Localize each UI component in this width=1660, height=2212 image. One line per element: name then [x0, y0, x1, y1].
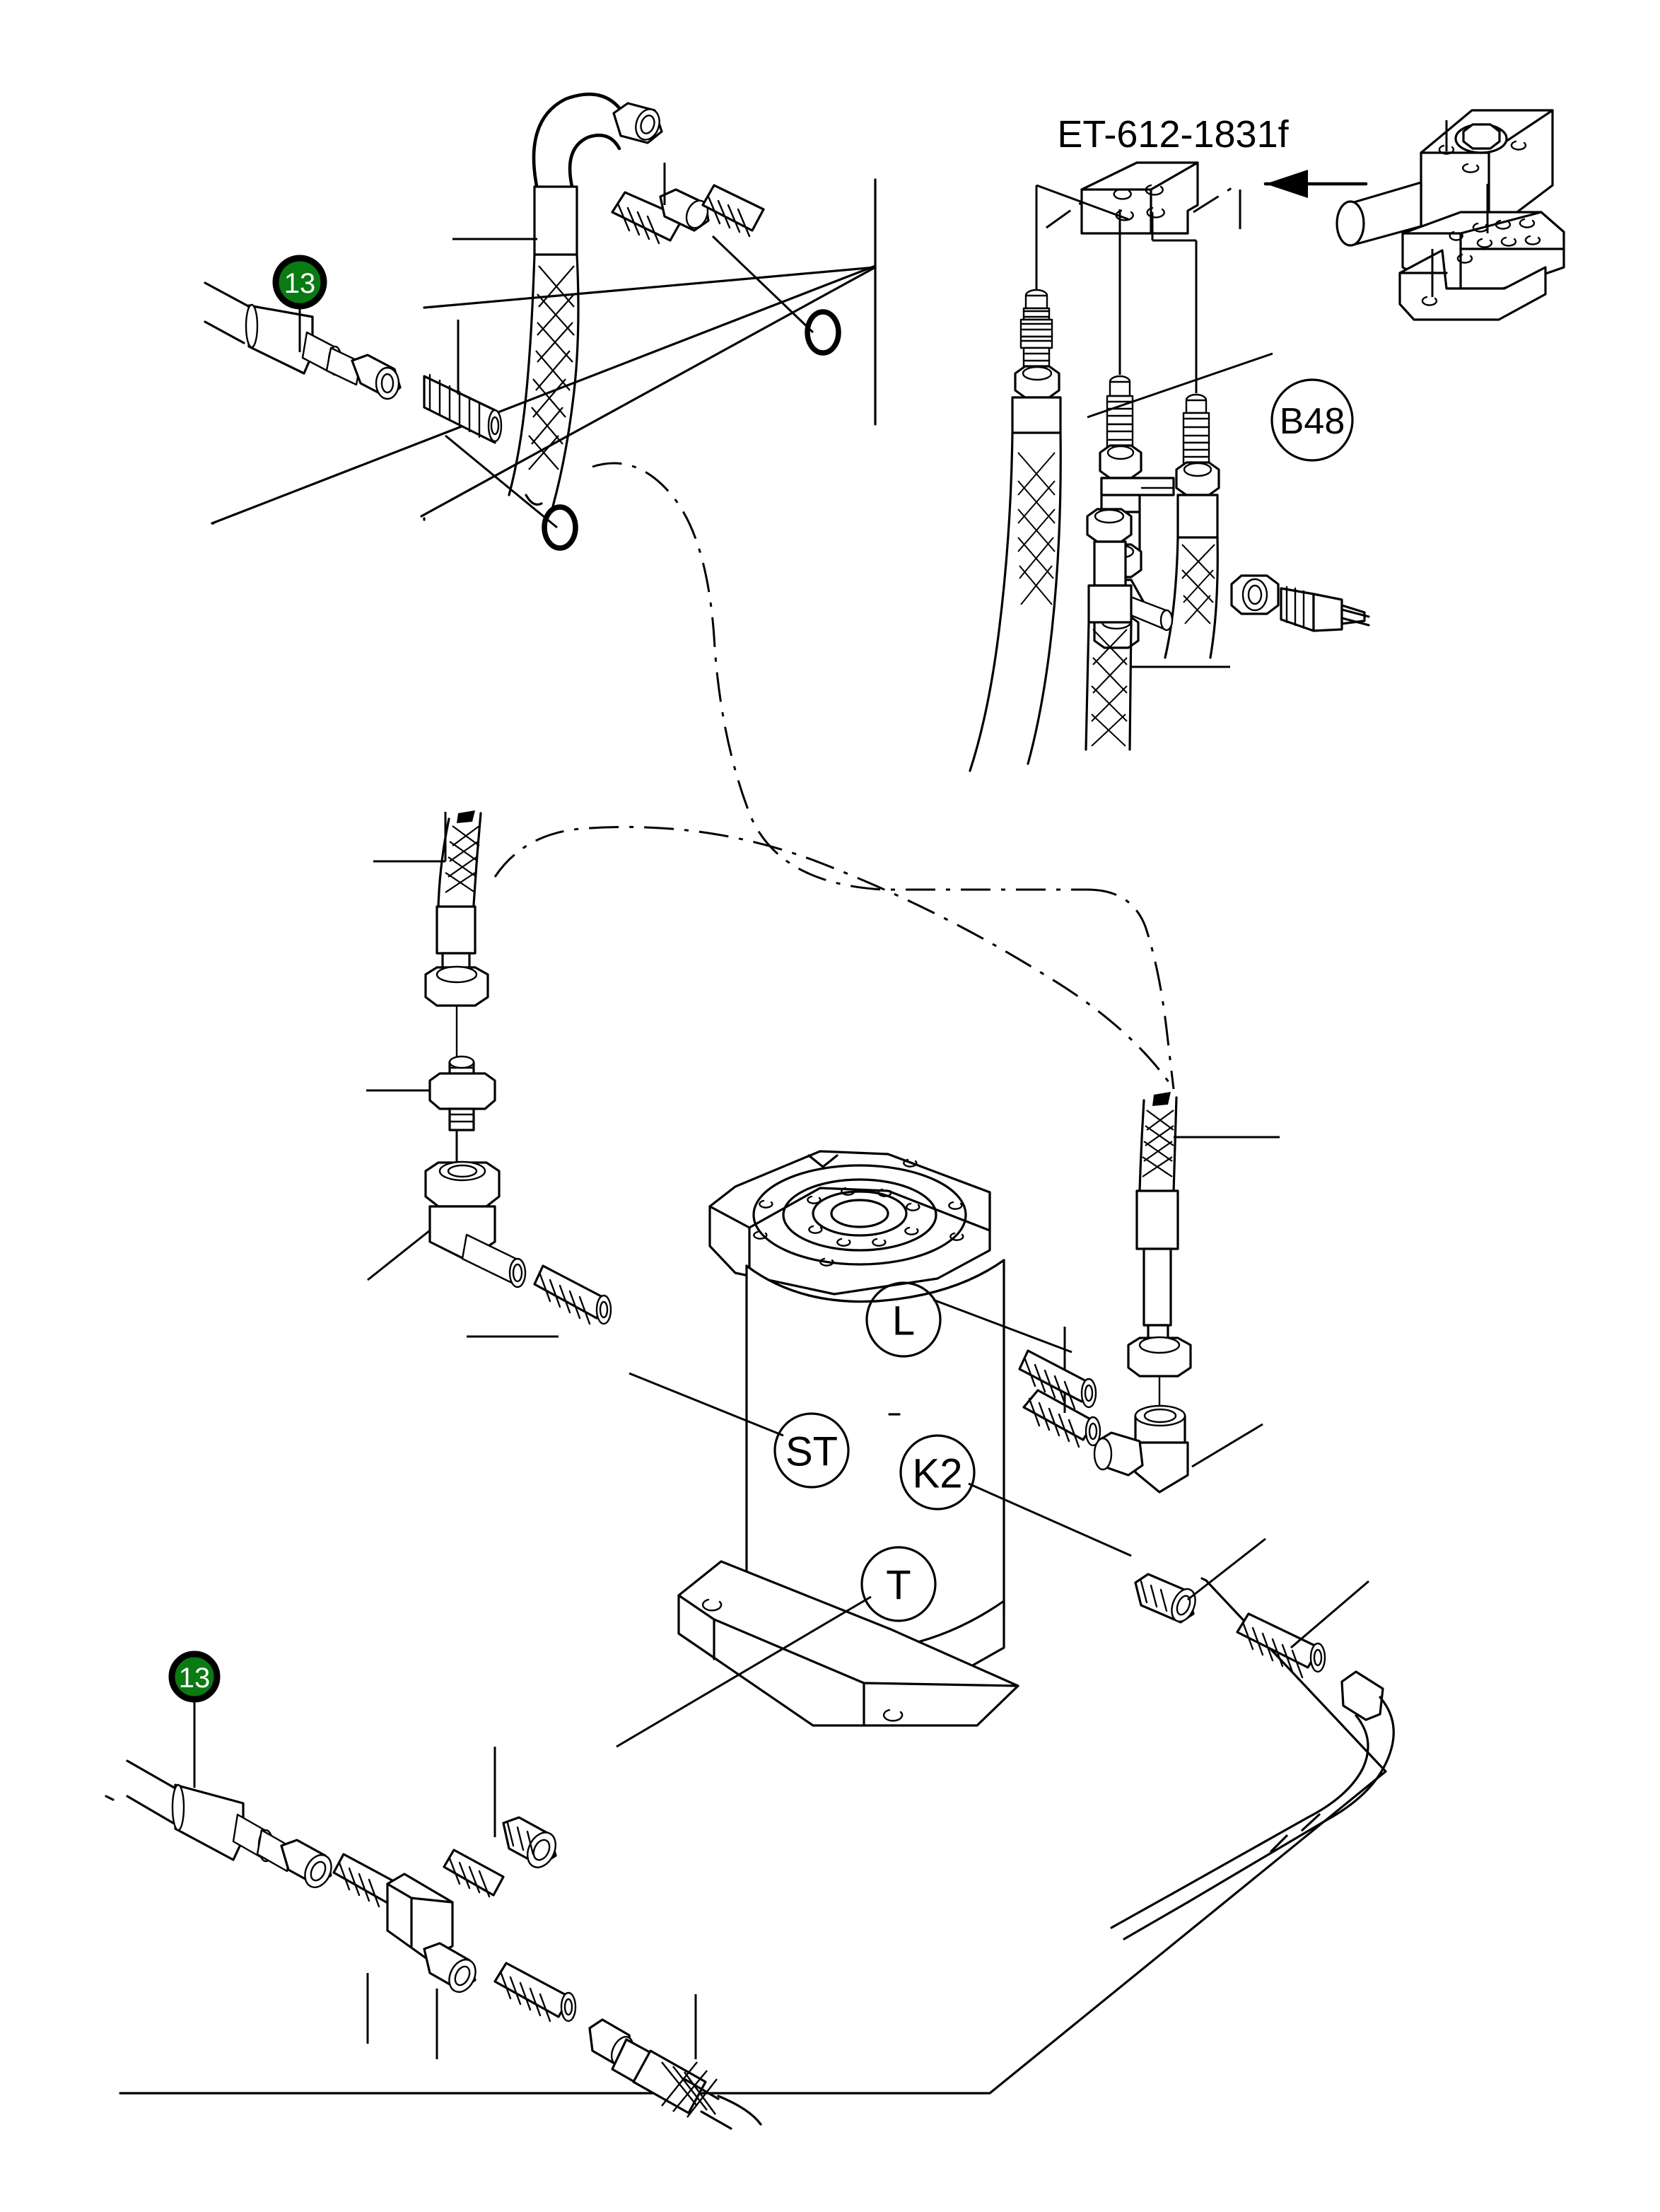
st-port-adapter	[1018, 1349, 1097, 1410]
item-marker-circle[interactable]	[272, 255, 327, 310]
port-label-T: T	[886, 1563, 911, 1609]
hose-routing-phantom-lines	[493, 462, 1175, 1090]
detail-leader-lines	[1035, 184, 1241, 393]
rotary-swivel-joint	[677, 1150, 1019, 1727]
port-label-L: L	[892, 1298, 915, 1344]
ref-marker-circle[interactable]	[1270, 378, 1354, 462]
item-marker-circle[interactable]	[168, 1651, 221, 1703]
upper-left-frame-lines	[420, 178, 877, 521]
detail-view-arrow	[1263, 170, 1368, 198]
ref-callout-b48[interactable]: B48	[1270, 378, 1354, 462]
o-ring-group	[445, 235, 841, 551]
port-label-K2: K2	[913, 1451, 963, 1497]
lower-right-fitting-chain	[1110, 1537, 1395, 1940]
port-label-ST: ST	[785, 1429, 838, 1475]
port-label-group: L ST K2 T	[616, 1281, 1132, 1748]
left-hose-fitting-stack	[366, 810, 612, 1338]
detail-lower-hose	[1085, 508, 1230, 751]
manifold-valve-block	[1335, 109, 1565, 321]
detail-view-title: ET-612-1831f	[1057, 113, 1289, 156]
item-marker-label: 13	[179, 1663, 211, 1694]
b48-leader	[1087, 352, 1273, 419]
machine-outline-frame	[105, 264, 1387, 2095]
detail-manifold-plate	[1046, 161, 1232, 235]
quick-disconnect-coupler	[1230, 574, 1370, 632]
item-callout-13-top[interactable]: 13	[272, 255, 327, 352]
upper-threaded-fitting	[611, 163, 765, 245]
ref-marker-label: B48	[1280, 401, 1345, 442]
right-hose-fitting-stack	[1024, 1092, 1280, 1494]
bottom-left-tee-assembly	[126, 1723, 762, 2130]
upper-left-hose-assembly	[204, 281, 503, 444]
upper-curved-hose	[452, 93, 663, 508]
item-marker-label: 13	[284, 268, 316, 299]
item-callout-13-bottom[interactable]: 13	[168, 1651, 221, 1788]
